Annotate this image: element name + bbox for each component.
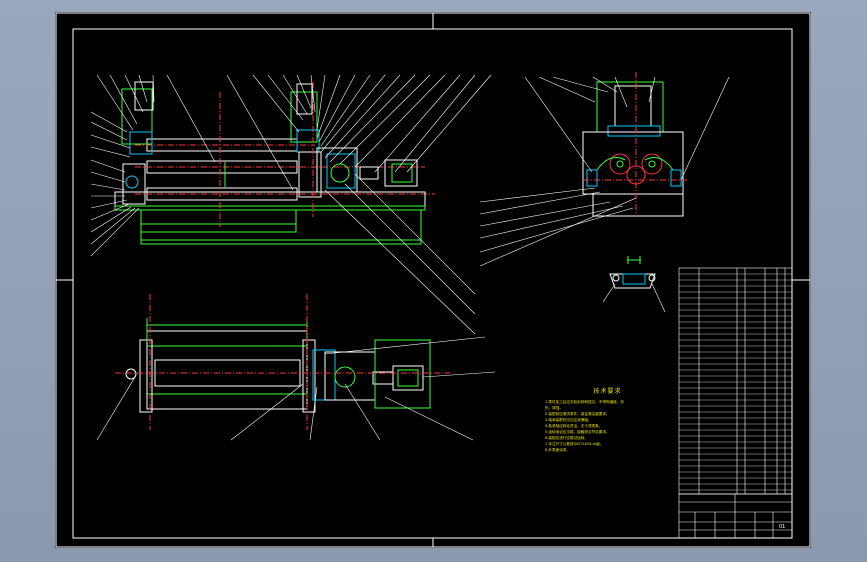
tech-note-line: 4.各滚轴应转动灵活，无卡滞现象。 [545,424,603,428]
tech-note-line: 3.轴承装配时应加注润滑脂。 [545,418,592,422]
parts-list-rows [679,273,792,491]
tech-note-line: 6.装配后进行空载试运转。 [545,436,588,440]
tech-note-line: 2.装配前应清洗零件，保证清洁度要求。 [545,412,610,416]
top-view-leaders [96,336,496,441]
tech-note-line: 8.外表面涂漆。 [545,448,570,452]
top-view [115,294,450,430]
title-block [678,493,793,539]
coupling [359,166,379,180]
side-view-leaders [479,76,730,267]
inner-border [72,28,793,539]
tech-note-line: 伤、锈蚀。 [545,406,563,410]
section-detail [602,256,666,313]
drawing-number: 01 [779,524,785,530]
centering-ticks [56,13,810,547]
technical-requirements-title: 技术要求 [593,388,622,395]
front-view-leaders [90,74,492,335]
drawing-sheet: 01 [55,12,811,548]
cad-viewport[interactable]: 01 技术要求 1.零件加工后应去除毛刺和锐边，不得有磕碰、划 伤、锈蚀。 2.… [55,12,811,548]
tech-note-line: 1.零件加工后应去除毛刺和锐边，不得有磕碰、划 [545,400,624,404]
front-view [114,81,435,245]
side-view [582,72,687,217]
tech-note-line: 5.齿轮啮合应平稳，接触斑点符合要求。 [545,430,610,434]
motor [384,159,418,187]
technical-requirements: 技术要求 1.零件加工后应去除毛刺和锐边，不得有磕碰、划 伤、锈蚀。 2.装配前… [545,389,670,453]
tech-note-line: 7.未注尺寸公差按GB/T1804-m级。 [545,442,604,446]
left-frame [121,88,153,145]
